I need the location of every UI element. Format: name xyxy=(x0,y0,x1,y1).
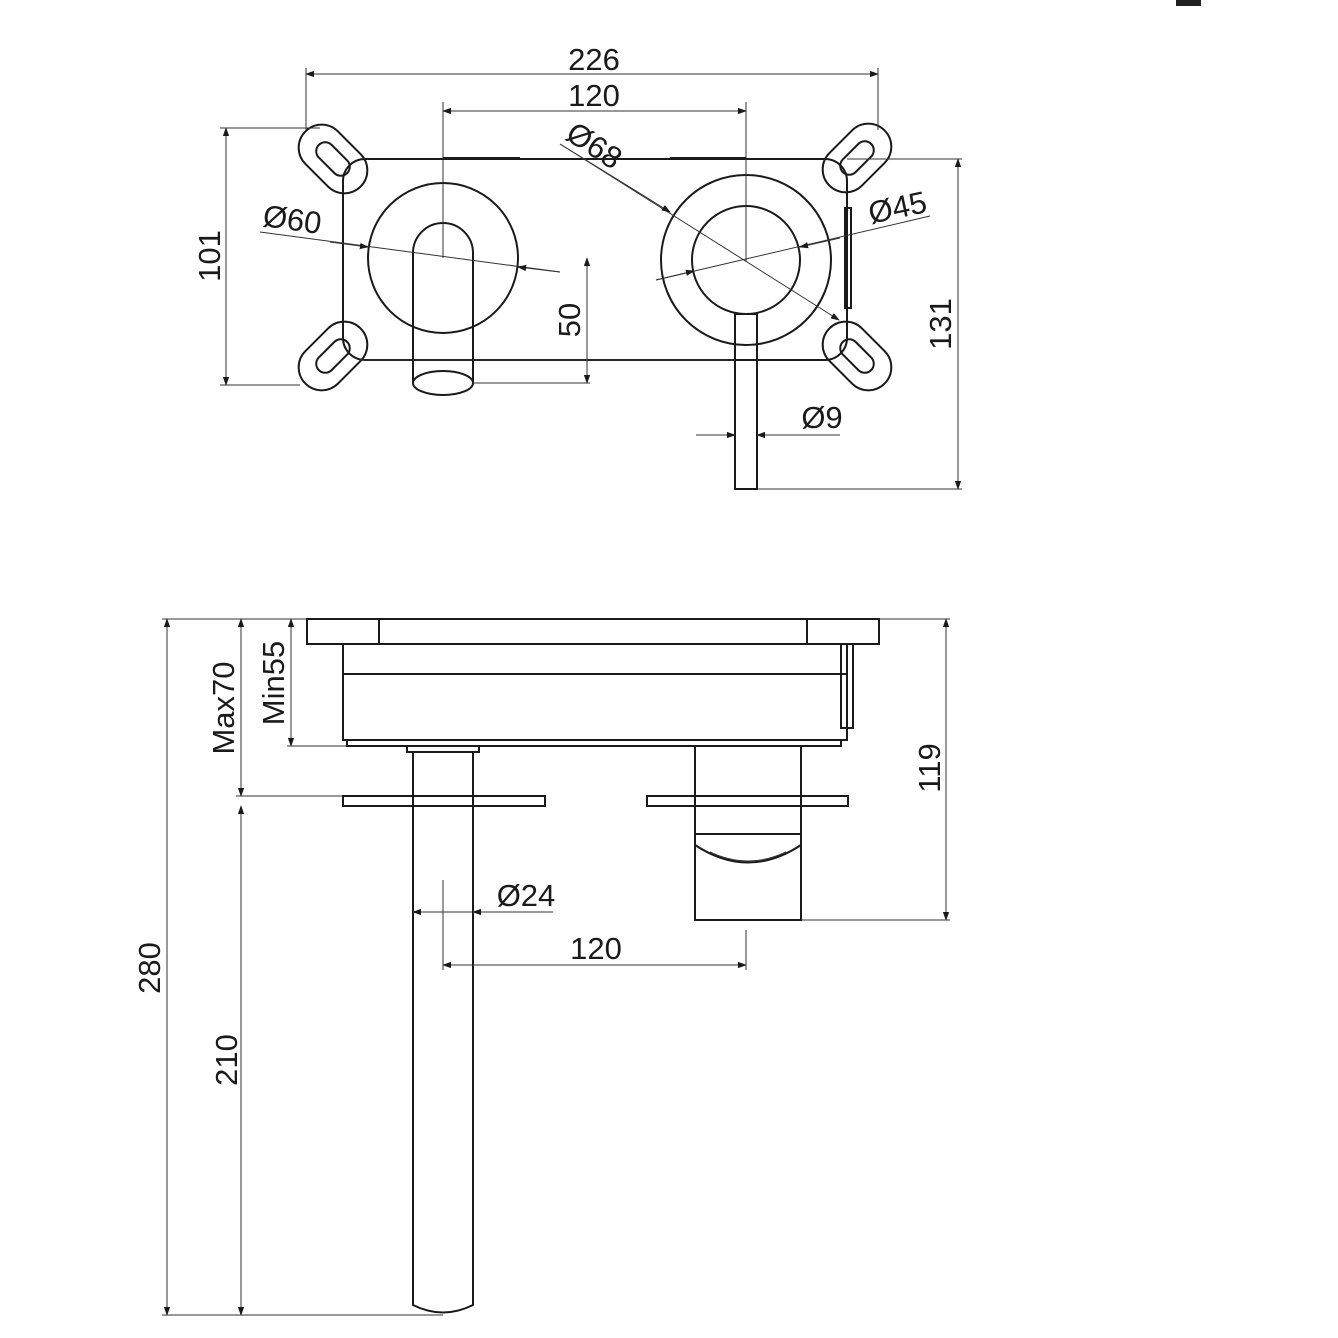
dim-210: 210 xyxy=(209,1034,244,1086)
side-view: Max70 Min55 280 210 119 Ø24 120 xyxy=(132,618,950,1316)
dim-131: 131 xyxy=(923,298,958,350)
dim-max70: Max70 xyxy=(206,661,241,754)
corner-mark xyxy=(1176,0,1201,6)
dim-diameter-60: Ø60 xyxy=(261,198,324,241)
dim-101: 101 xyxy=(192,230,227,282)
mounting-slot-bottom-left xyxy=(297,320,369,392)
dim-min55: Min55 xyxy=(256,641,291,725)
mixer-handle-side xyxy=(694,834,802,921)
mixer-rosette-plate xyxy=(646,795,849,807)
dim-280: 280 xyxy=(132,942,167,994)
dim-diameter-45: Ø45 xyxy=(865,184,930,230)
dim-diameter-24: Ø24 xyxy=(497,878,556,913)
front-view: 226 120 Ø68 Ø60 Ø45 101 50 131 xyxy=(192,42,962,490)
dim-120-top: 120 xyxy=(568,78,620,113)
dim-120-bottom: 120 xyxy=(570,931,622,966)
spout-rosette-plate xyxy=(342,795,546,807)
mounting-slot-bottom-right xyxy=(821,320,893,392)
dim-226: 226 xyxy=(568,42,620,77)
spout-outlet xyxy=(412,370,474,396)
spout-tube xyxy=(412,752,474,1314)
box-flange xyxy=(306,618,880,645)
box-body xyxy=(342,643,848,741)
dim-diameter-68: Ø68 xyxy=(560,115,628,176)
mixer-handle xyxy=(734,313,758,490)
mounting-slot-top-left xyxy=(297,123,369,195)
dim-50: 50 xyxy=(552,303,587,337)
mounting-slot-top-right xyxy=(821,122,893,194)
dim-diameter-9: Ø9 xyxy=(801,400,842,435)
dim-119: 119 xyxy=(912,743,947,792)
mixer-cartridge xyxy=(694,745,802,835)
